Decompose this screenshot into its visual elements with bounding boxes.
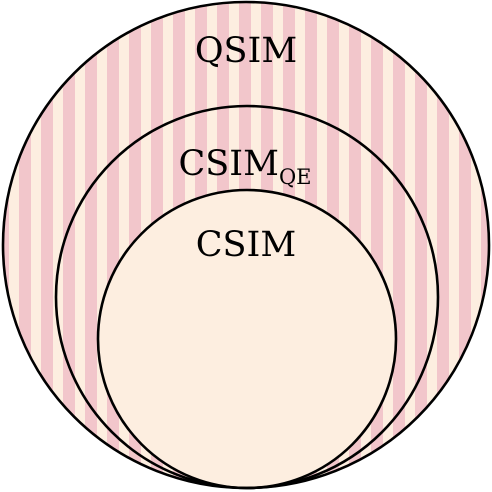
qsim-label: QSIM xyxy=(195,31,297,71)
csim-outline xyxy=(96,188,398,490)
csim-qe-label: CSIMQE xyxy=(179,144,312,189)
csim-qe-label-subscript: QE xyxy=(279,165,312,189)
csim-qe-label-main: CSIM xyxy=(179,144,279,184)
csim-label: CSIM xyxy=(196,225,296,265)
csim-set xyxy=(98,190,396,488)
